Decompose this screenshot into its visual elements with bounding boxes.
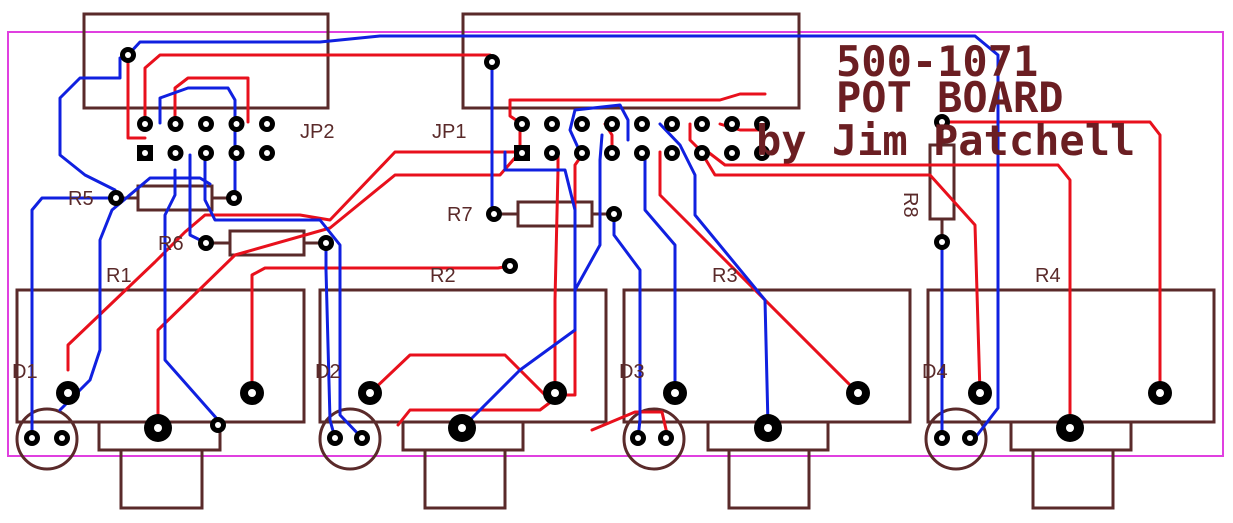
title-part-number: 500-1071 <box>836 37 1038 86</box>
bottom-layer-traces <box>30 34 1000 440</box>
label-d3: D3 <box>619 361 645 383</box>
label-r4: R4 <box>1035 265 1061 287</box>
label-r7: R7 <box>447 204 473 226</box>
led-d3-outline <box>622 407 686 471</box>
label-r1: R1 <box>106 265 132 287</box>
led-pads <box>24 430 978 446</box>
label-r6: R6 <box>158 233 184 255</box>
label-r3: R3 <box>712 265 738 287</box>
label-d4: D4 <box>922 361 948 383</box>
board-outline <box>7 31 1224 457</box>
label-r8: R8 <box>899 192 921 218</box>
jp1-pins <box>514 116 770 161</box>
resistor-r6-body <box>228 229 306 257</box>
led-d2-outline <box>318 407 382 471</box>
label-jp1: JP1 <box>432 121 466 143</box>
label-r5: R5 <box>68 188 94 210</box>
title-board-name: POT BOARD <box>836 73 1064 122</box>
led-d1-outline <box>15 407 79 471</box>
jp1-connector-body <box>461 12 801 110</box>
jp2-connector-body <box>82 12 330 110</box>
label-d1: D1 <box>12 361 38 383</box>
label-jp2: JP2 <box>300 121 334 143</box>
led-d4-outline <box>924 407 988 471</box>
label-d2: D2 <box>315 361 341 383</box>
jp2-pins <box>137 116 275 161</box>
resistor-r7-body <box>516 200 594 228</box>
title-author: by Jim Patchell <box>756 116 1135 165</box>
misc-pads <box>108 47 950 433</box>
label-r2: R2 <box>430 265 456 287</box>
pot-pads <box>56 381 1172 442</box>
